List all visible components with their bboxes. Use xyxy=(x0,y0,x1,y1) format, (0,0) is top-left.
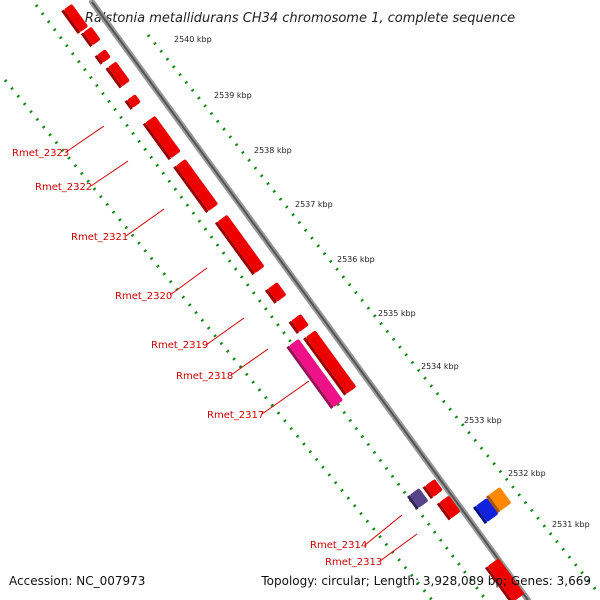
tick-label: 2535 kbp xyxy=(378,309,416,318)
map-title: Ralstonia metallidurans CH34 chromosome … xyxy=(85,11,515,26)
gene-labels: Rmet_2323 Rmet_2322 Rmet_2321 Rmet_2320 … xyxy=(12,148,382,568)
kbp-ticks: 2540 kbp 2539 kbp 2538 kbp 2537 kbp 2536… xyxy=(174,35,590,529)
tick-label: 2540 kbp xyxy=(174,35,212,44)
gene-arrow-small-a[interactable] xyxy=(422,479,443,499)
tick-2532: 2532 kbp xyxy=(508,469,546,478)
gene-label[interactable]: Rmet_2319 xyxy=(151,340,208,351)
gene-label[interactable]: Rmet_2317 xyxy=(207,410,264,421)
tick-dotted-track xyxy=(146,34,598,591)
tick-2539: 2539 kbp xyxy=(214,91,252,100)
gene-arrow-rmet-2318[interactable] xyxy=(303,330,356,396)
tick-label: 2533 kbp xyxy=(464,416,502,425)
gene-arrow-rmet-2323[interactable] xyxy=(142,116,181,161)
gene-arrow-blue[interactable] xyxy=(473,498,499,524)
gene-label[interactable]: Rmet_2322 xyxy=(35,182,92,193)
tick-label: 2539 kbp xyxy=(214,91,252,100)
gene-arrow-top-e[interactable] xyxy=(124,94,141,110)
gene-arrow-top-b[interactable] xyxy=(80,27,101,48)
gene-label[interactable]: Rmet_2323 xyxy=(12,148,69,159)
gene-label[interactable]: Rmet_2318 xyxy=(176,371,233,382)
tick-label: 2537 kbp xyxy=(295,200,333,209)
dotted-guides xyxy=(3,4,598,600)
gene-arrow-top-d[interactable] xyxy=(105,61,130,89)
tick-label: 2532 kbp xyxy=(508,469,546,478)
tick-2536: 2536 kbp xyxy=(337,255,375,264)
gene-label[interactable]: Rmet_2320 xyxy=(115,291,172,302)
gene-label[interactable]: Rmet_2321 xyxy=(71,232,128,243)
tick-label: 2538 kbp xyxy=(254,146,292,155)
tick-label: 2536 kbp xyxy=(337,255,375,264)
gene-arrow-bottom[interactable] xyxy=(484,558,525,600)
sequence-backbone xyxy=(89,0,531,600)
gene-leader-lines xyxy=(65,125,418,562)
gene-arrow-orange[interactable] xyxy=(486,487,512,513)
gene-label[interactable]: Rmet_2313 xyxy=(325,557,382,568)
gene-arrow-rmet-2319[interactable] xyxy=(288,314,309,334)
tick-2535: 2535 kbp xyxy=(378,309,416,318)
tick-2531: 2531 kbp xyxy=(552,520,590,529)
tick-label: 2531 kbp xyxy=(552,520,590,529)
topology-text: Topology: circular; Length: 3,928,089 bp… xyxy=(260,574,591,588)
accession-text: Accession: NC_007973 xyxy=(9,574,145,588)
tick-2540: 2540 kbp xyxy=(174,35,212,44)
tick-2537: 2537 kbp xyxy=(295,200,333,209)
tick-2538: 2538 kbp xyxy=(254,146,292,155)
outer-dotted-track xyxy=(34,4,488,600)
tick-label: 2534 kbp xyxy=(421,362,459,371)
gene-label[interactable]: Rmet_2314 xyxy=(310,540,367,551)
gene-arrow-top-a[interactable] xyxy=(61,4,88,35)
tick-2534: 2534 kbp xyxy=(421,362,459,371)
tick-2533: 2533 kbp xyxy=(464,416,502,425)
gene-arrow-top-c[interactable] xyxy=(94,49,111,65)
gene-arrow-rmet-2317[interactable] xyxy=(286,339,343,410)
gene-arrow-rmet-2322[interactable] xyxy=(173,159,218,213)
gene-arrow-rmet-2320[interactable] xyxy=(265,282,287,304)
gene-arrow-rmet-2314[interactable] xyxy=(407,488,429,510)
gene-arrow-rmet-2313[interactable] xyxy=(436,495,461,521)
inner-dotted-track xyxy=(3,79,434,600)
gene-arrow-rmet-2321[interactable] xyxy=(214,215,265,276)
gene-features xyxy=(61,4,524,600)
